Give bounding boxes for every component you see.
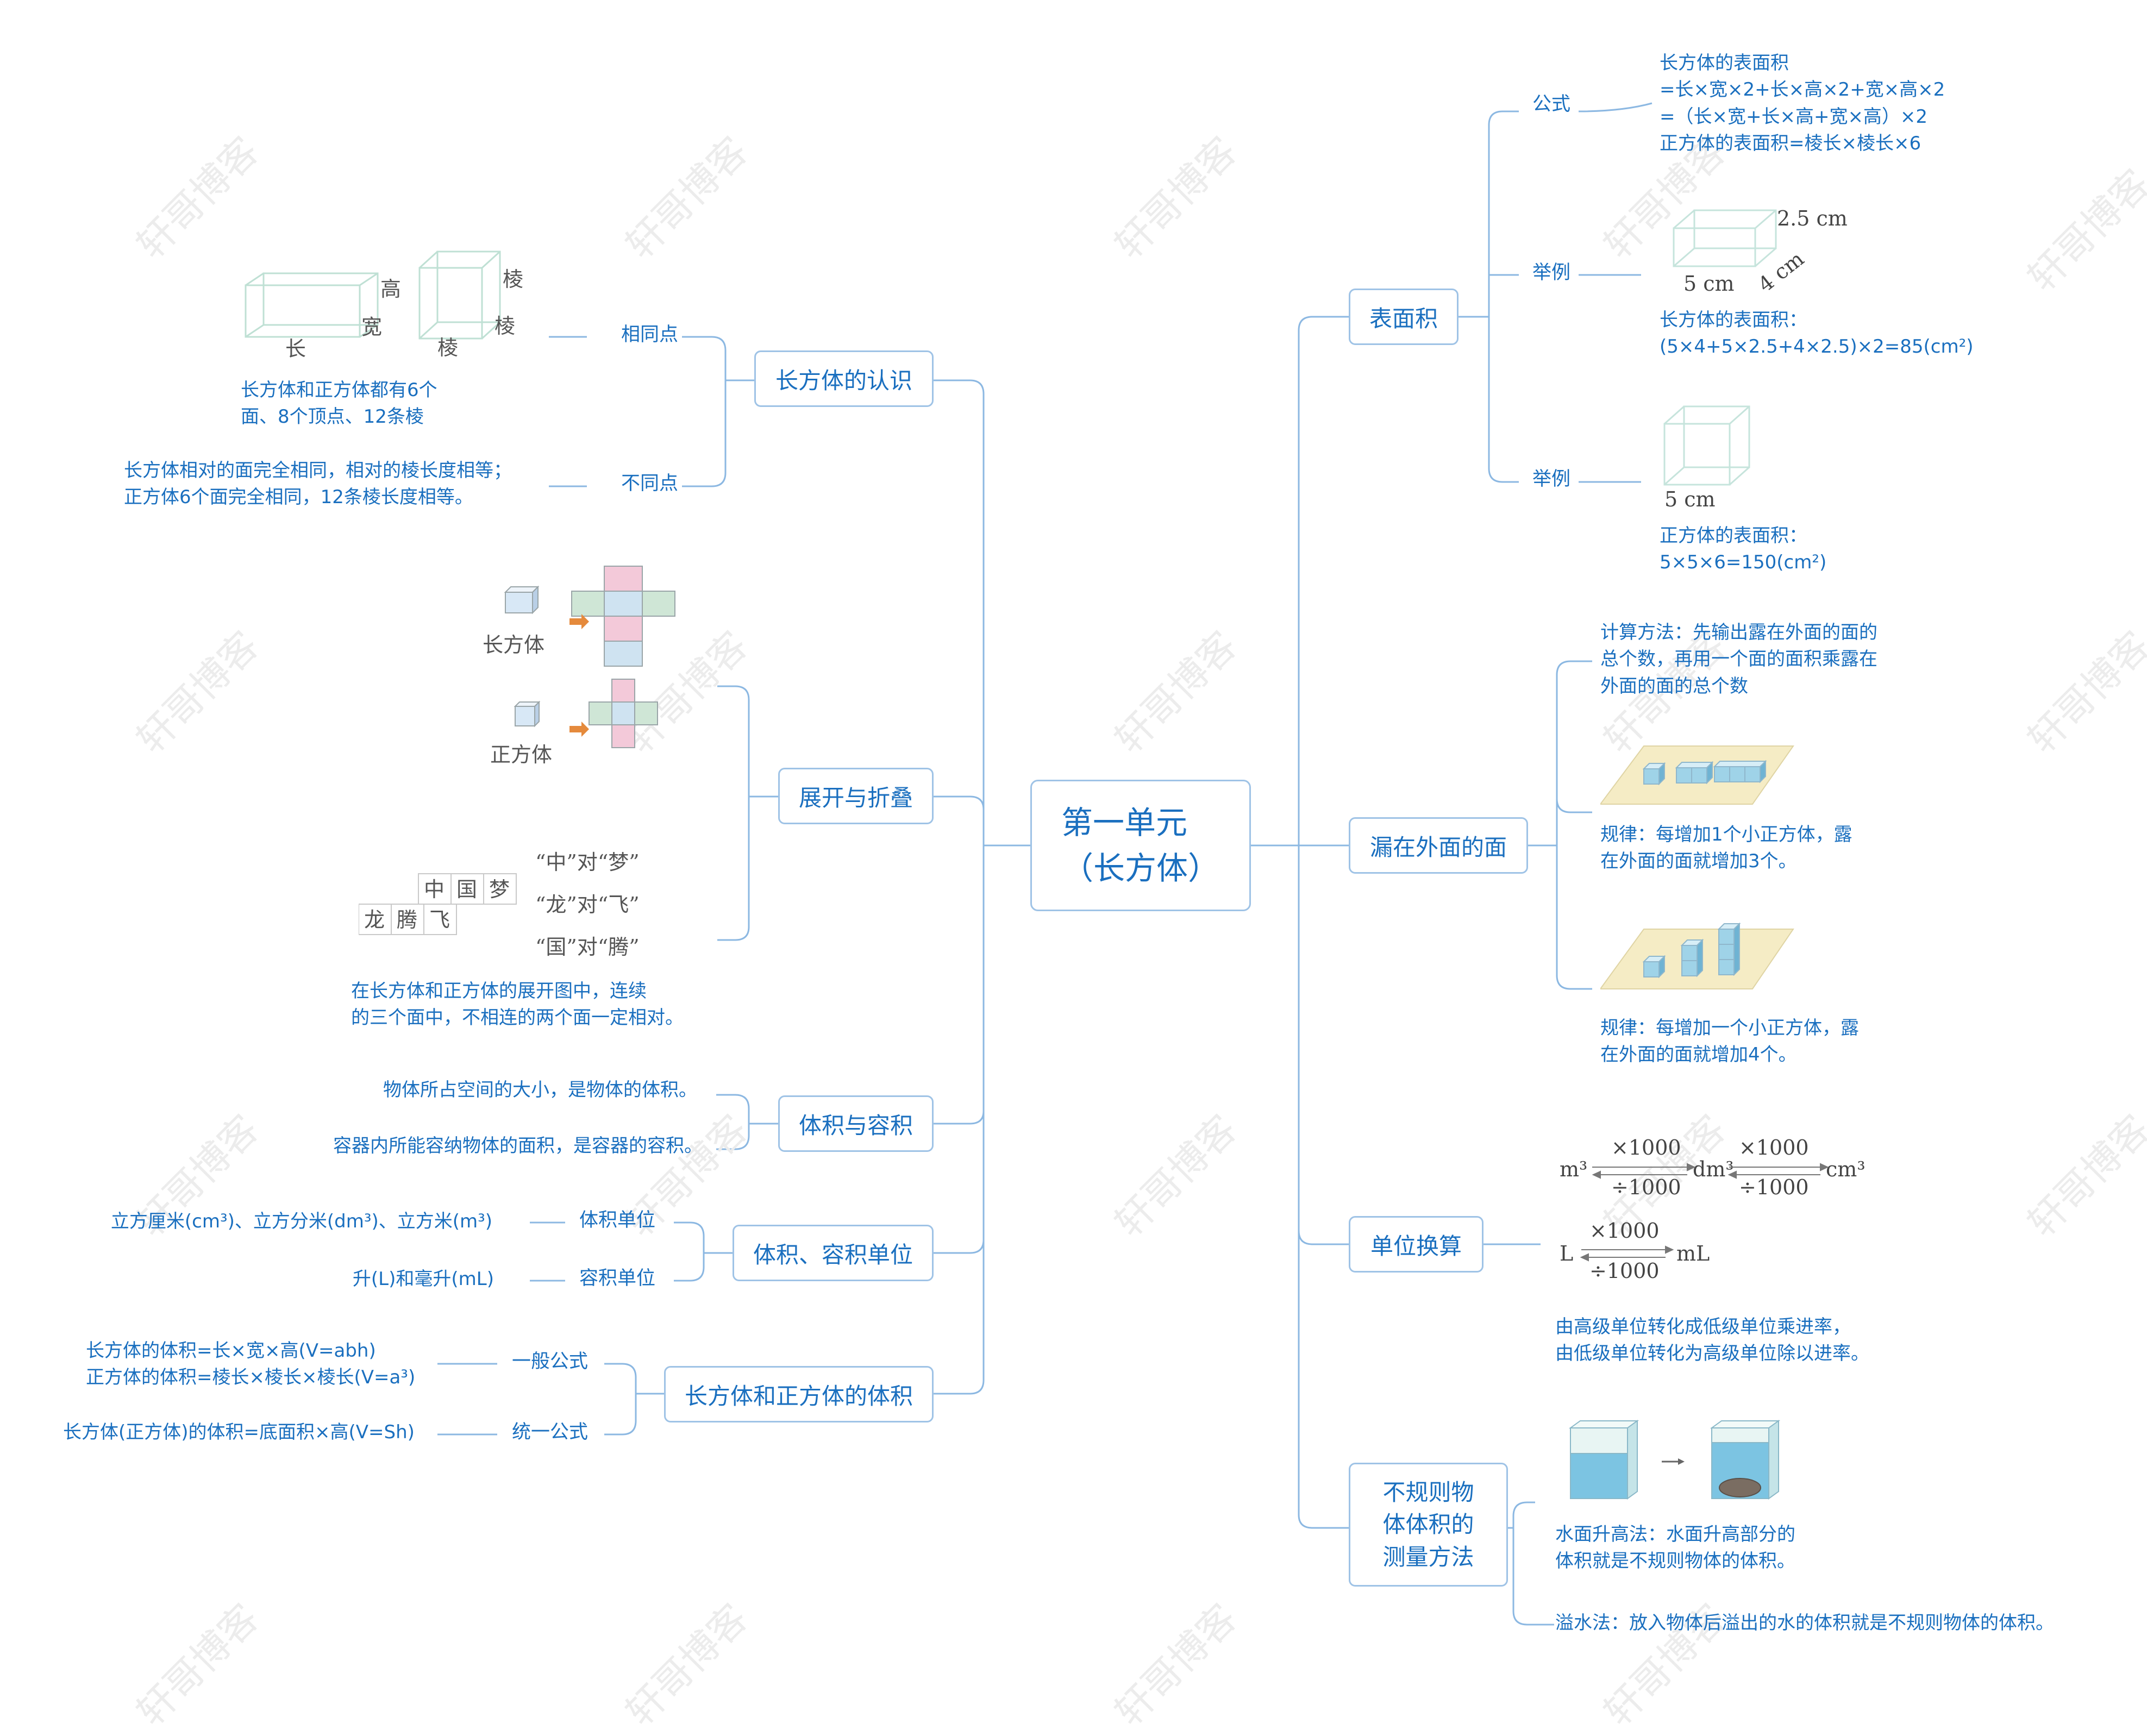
multiply-label: ×1000: [1611, 1136, 1681, 1160]
node-surface-area[interactable]: 表面积: [1349, 289, 1459, 345]
capacity-units-text: 升(L)和毫升(mL): [352, 1268, 494, 1290]
volume-definition: 物体所占空间的大小，是物体的体积。: [383, 1079, 697, 1101]
node-volume-formula[interactable]: 长方体和正方体的体积: [664, 1366, 934, 1422]
fig-label-edge: 棱: [495, 314, 515, 338]
exposed-rule-2-text: 规律：每增加一个小正方体，露 在外面的面就增加4个。: [1600, 1017, 1859, 1066]
irregular-title-line: 测量方法: [1382, 1543, 1474, 1570]
overflow-text: 溢水法：放入物体后溢出的水的体积就是不规则物体的体积。: [1555, 1612, 2054, 1634]
same-points-text: 长方体和正方体都有6个 面、8个顶点、12条棱: [241, 379, 437, 428]
cube-net-label: 正方体: [490, 743, 552, 766]
pair-text: “龙”对“飞”: [535, 893, 640, 917]
cuboid-example-figure: 2.5 cm 4 cm 5 cm: [1673, 206, 1848, 296]
dream-net-figure: 中 国 梦 龙 腾 飞: [359, 873, 517, 935]
net-char: 龙: [364, 908, 385, 932]
label-diff: 不同点: [621, 473, 679, 494]
general-formula-text: 长方体的体积=长×宽×高(V=abh) 正方体的体积=棱长×棱长×棱长(V=a³…: [86, 1340, 416, 1389]
label-capacity-units: 容积单位: [579, 1268, 656, 1289]
cuboid-cube-figure: 高 宽 长 棱 棱 棱: [245, 250, 523, 361]
irregular-title-line: 体体积的: [1382, 1511, 1474, 1538]
label-example-1: 举例: [1532, 262, 1571, 284]
unit-text: mL: [1676, 1242, 1710, 1265]
net-char: 腾: [397, 908, 417, 932]
volume-units-text: 立方厘米(cm³)、立方分米(dm³)、立方米(m³): [110, 1211, 492, 1232]
label-general-formula: 一般公式: [512, 1351, 589, 1372]
fig-label-edge: 棱: [503, 267, 523, 291]
label-example-2: 举例: [1532, 468, 1571, 490]
cuboid-example-text: 长方体的表面积： (5×4+5×2.5+4×2.5)×2=85(cm²): [1660, 309, 1974, 358]
capacity-definition: 容器内所能容纳物体的面积，是容器的容积。: [333, 1135, 703, 1157]
node-recognition[interactable]: 长方体的认识: [754, 350, 934, 407]
cubes-stack-figure: [1600, 922, 1794, 989]
unit-text: cm³: [1826, 1157, 1866, 1181]
unfold-rule-text: 在长方体和正方体的展开图中，连续 的三个面中，不相连的两个面一定相对。: [351, 980, 684, 1029]
water-rise-text: 水面升高法：水面升高部分的 体积就是不规则物体的体积。: [1555, 1524, 1795, 1572]
connector-lines: [437, 102, 1652, 1626]
fig-label-high: 高: [380, 277, 401, 301]
root-subtitle: （长方体）: [1061, 850, 1219, 887]
exposed-rule-1-text: 规律：每增加1个小正方体，露 在外面的面就增加3个。: [1600, 824, 1852, 873]
dim-edge: 5 cm: [1664, 487, 1716, 511]
mind-map-canvas: 轩哥博客 轩哥博客 轩哥博客 轩哥博客 轩哥博客 轩哥博客 轩哥博客 轩哥博客 …: [63, 52, 2147, 1734]
label-same: 相同点: [621, 324, 679, 346]
node-volume-units[interactable]: 体积、容积单位: [733, 1225, 934, 1281]
diff-points-text: 长方体相对的面完全相同，相对的棱长度相等； 正方体6个面完全相同，12条棱长度相…: [124, 460, 512, 509]
divide-label: ÷1000: [1589, 1259, 1660, 1283]
conversion-rule-text: 由高级单位转化成低级单位乘进率， 由低级单位转化为高级单位除以进率。: [1555, 1316, 1869, 1365]
water-rise-figure: [1568, 1420, 1781, 1500]
dim-height: 2.5 cm: [1777, 206, 1848, 230]
opposite-pairs: “中”对“梦” “龙”对“飞” “国”对“腾”: [535, 850, 640, 959]
exposed-method-text: 计算方法：先输出露在外面的面的 总个数，再用一个面的面积乘露在 外面的面的总个数: [1600, 622, 1877, 697]
label-volume-units: 体积单位: [579, 1209, 656, 1231]
label-formula: 公式: [1532, 93, 1571, 115]
cube-example-figure: 5 cm: [1663, 405, 1750, 511]
root-node[interactable]: 第一单元 （长方体）: [1030, 780, 1251, 911]
divide-label: ÷1000: [1739, 1175, 1809, 1199]
net-char: 梦: [489, 878, 510, 901]
multiply-label: ×1000: [1589, 1219, 1660, 1243]
pair-text: “国”对“腾”: [535, 935, 640, 959]
unit-conversion-figure: m³ dm³ cm³ ×1000 ÷1000 ×1000 ÷1000 L mL …: [1560, 1136, 1866, 1283]
cube-example-text: 正方体的表面积： 5×5×6=150(cm²): [1660, 525, 1827, 574]
fig-label-edge: 棱: [437, 336, 458, 360]
cubes-row-figure: [1600, 745, 1794, 805]
unit-text: dm³: [1693, 1157, 1734, 1181]
divide-label: ÷1000: [1611, 1175, 1681, 1199]
net-char: 国: [456, 878, 477, 901]
dim-length: 5 cm: [1683, 272, 1735, 296]
root-title: 第一单元: [1061, 804, 1187, 841]
unit-text: m³: [1560, 1157, 1587, 1181]
node-unit-conversion[interactable]: 单位换算: [1349, 1216, 1484, 1273]
label-unified-formula: 统一公式: [512, 1421, 589, 1443]
pair-text: “中”对“梦”: [535, 850, 640, 874]
surface-formula-text: 长方体的表面积 =长×宽×2+长×高×2+宽×高×2 =（长×宽+长×高+宽×高…: [1660, 52, 1945, 154]
unified-formula-text: 长方体(正方体)的体积=底面积×高(V=Sh): [63, 1421, 415, 1443]
fig-label-wide: 宽: [361, 315, 382, 339]
node-irregular-volume[interactable]: 不规则物 体体积的 测量方法: [1349, 1463, 1508, 1587]
net-char: 飞: [429, 908, 450, 932]
cuboid-net-label: 长方体: [483, 633, 544, 657]
net-figure: 长方体 正方体: [483, 566, 675, 766]
node-exposed-faces[interactable]: 漏在外面的面: [1349, 817, 1528, 874]
dim-width: 4 cm: [1754, 247, 1808, 296]
irregular-title-line: 不规则物: [1382, 1478, 1474, 1506]
net-char: 中: [424, 878, 445, 901]
unit-text: L: [1560, 1242, 1573, 1265]
multiply-label: ×1000: [1739, 1136, 1809, 1160]
node-unfold-fold[interactable]: 展开与折叠: [778, 768, 934, 824]
fig-label-long: 长: [285, 337, 306, 361]
node-volume-capacity[interactable]: 体积与容积: [778, 1095, 934, 1152]
